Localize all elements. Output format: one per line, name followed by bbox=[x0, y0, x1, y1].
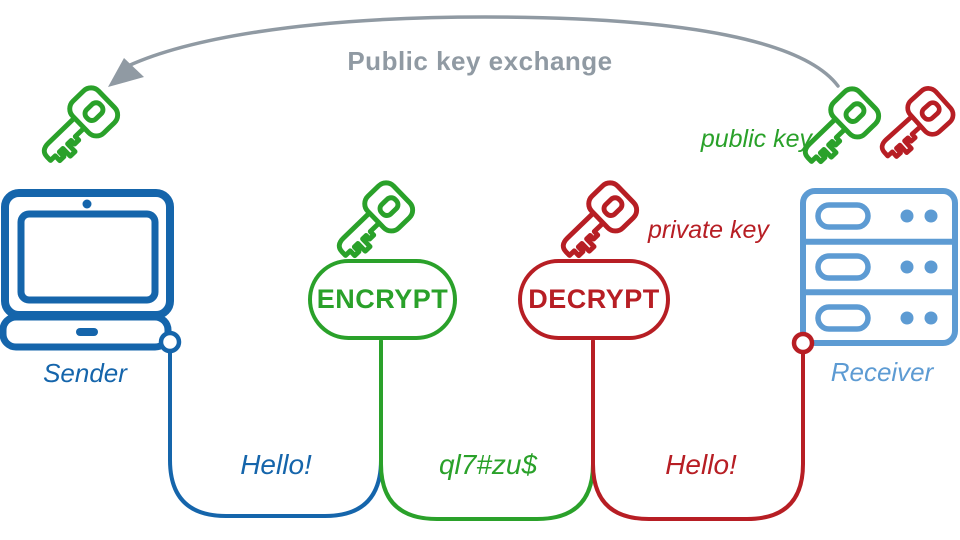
encrypt-label: ENCRYPT bbox=[316, 284, 449, 314]
receiver-label: Receiver bbox=[830, 357, 934, 387]
public-key-label: public key bbox=[700, 125, 812, 153]
flow-line-sender-to-encrypt bbox=[168, 349, 383, 518]
encrypt-node: ENCRYPT bbox=[308, 259, 457, 340]
page-title: Public key exchange bbox=[347, 46, 613, 76]
laptop-base-notch bbox=[76, 328, 98, 336]
sender-public-key-icon bbox=[32, 83, 122, 172]
flow-line-encrypt-to-decrypt bbox=[379, 339, 595, 521]
private-key-label: private key bbox=[648, 216, 769, 244]
laptop-icon bbox=[0, 189, 174, 351]
message-plaintext-received: Hello! bbox=[665, 449, 737, 480]
curved-arrow-icon bbox=[108, 15, 840, 88]
decrypt-key-icon bbox=[551, 178, 641, 267]
sender-label: Sender bbox=[43, 358, 127, 388]
sender-port-dot bbox=[158, 330, 182, 354]
receiver-private-key-icon bbox=[871, 84, 958, 168]
encrypt-key-icon bbox=[327, 178, 417, 267]
server-icon bbox=[800, 188, 958, 346]
receiver-port-dot bbox=[791, 331, 815, 355]
message-ciphertext: ql7#zu$ bbox=[438, 449, 538, 480]
decrypt-label: DECRYPT bbox=[528, 284, 660, 314]
laptop-camera-dot bbox=[82, 199, 92, 209]
message-plaintext-sent: Hello! bbox=[240, 449, 312, 480]
flow-line-decrypt-to-receiver bbox=[591, 339, 805, 521]
arrowhead bbox=[108, 58, 144, 87]
decrypt-node: DECRYPT bbox=[518, 259, 670, 340]
